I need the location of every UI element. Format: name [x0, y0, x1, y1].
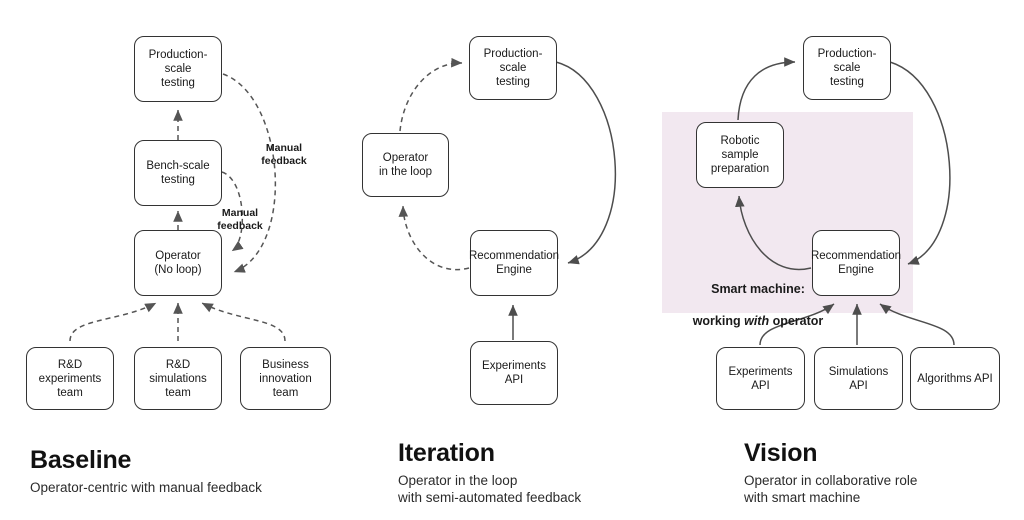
node-label: Experiments API: [728, 365, 793, 392]
caption-title: Baseline: [30, 446, 132, 474]
caption-title: Vision: [744, 439, 818, 467]
caption-subtitle: Operator in collaborative role with smar…: [744, 473, 918, 505]
node-operator-no-loop-baseline[interactable]: Operator (No loop): [134, 230, 222, 296]
node-label: R&D simulations team: [149, 358, 207, 399]
node-label: Operator (No loop): [154, 250, 202, 276]
region-label-line1: Smart machine:: [711, 282, 805, 296]
node-rnd-experiments-team-baseline[interactable]: R&D experiments team: [26, 347, 114, 410]
node-label: Simulations API: [828, 365, 889, 392]
node-production-scale-testing-iteration[interactable]: Production-scale testing: [469, 36, 557, 100]
caption-baseline: Baseline Operator-centric with manual fe…: [30, 446, 262, 496]
node-label: Business innovation team: [259, 358, 312, 399]
node-operator-in-the-loop-iteration[interactable]: Operator in the loop: [362, 133, 449, 197]
node-label: R&D experiments team: [38, 358, 102, 399]
node-rnd-simulations-team-baseline[interactable]: R&D simulations team: [134, 347, 222, 410]
caption-iteration: Iteration Operator in the loop with semi…: [398, 439, 581, 506]
node-label: Experiments API: [482, 360, 546, 386]
node-business-innovation-team-baseline[interactable]: Business innovation team: [240, 347, 331, 410]
node-label: Recommendation Engine: [810, 250, 902, 276]
node-label: Robotic sample preparation: [710, 135, 770, 175]
node-label: Operator in the loop: [378, 152, 433, 178]
node-label: Production-scale testing: [148, 49, 208, 89]
node-experiments-api-iteration[interactable]: Experiments API: [470, 341, 558, 405]
node-label: Production-scale testing: [483, 48, 543, 88]
node-simulations-api-vision[interactable]: Simulations API: [814, 347, 903, 410]
node-experiments-api-vision[interactable]: Experiments API: [716, 347, 805, 410]
region-label-line2-post: operator: [769, 314, 824, 328]
caption-subtitle: Operator in the loop with semi-automated…: [398, 473, 582, 505]
node-label: Production-scale testing: [817, 48, 877, 88]
caption-title: Iteration: [398, 439, 495, 467]
node-algorithms-api-vision[interactable]: Algorithms API: [910, 347, 1000, 410]
panel-vision: Production-scale testing Robotic sample …: [660, 0, 1024, 520]
node-label: Bench-scale testing: [146, 160, 210, 186]
caption-vision: Vision Operator in collaborative role wi…: [744, 439, 917, 506]
node-label: Algorithms API: [917, 372, 993, 385]
node-robotic-sample-preparation-vision[interactable]: Robotic sample preparation: [696, 122, 784, 188]
node-production-scale-testing-baseline[interactable]: Production-scale testing: [134, 36, 222, 102]
edge-label-manual-feedback-production: Manual feedback: [261, 142, 307, 167]
smart-machine-region-label: Smart machine: working with operator: [668, 265, 848, 329]
edge-label-manual-feedback-bench: Manual feedback: [217, 207, 263, 232]
panel-baseline: Production-scale testing Bench-scale tes…: [0, 0, 350, 520]
node-bench-scale-testing-baseline[interactable]: Bench-scale testing: [134, 140, 222, 206]
panel-iteration: Production-scale testing Operator in the…: [350, 0, 680, 520]
node-production-scale-testing-vision[interactable]: Production-scale testing: [803, 36, 891, 100]
node-recommendation-engine-vision[interactable]: Recommendation Engine: [810, 230, 902, 296]
region-label-line2-pre: working: [692, 314, 745, 328]
node-recommendation-engine-iteration[interactable]: Recommendation Engine: [468, 230, 560, 296]
region-label-line2-emphasis: with: [744, 314, 770, 328]
caption-subtitle: Operator-centric with manual feedback: [30, 480, 262, 495]
node-label: Recommendation Engine: [468, 250, 560, 276]
